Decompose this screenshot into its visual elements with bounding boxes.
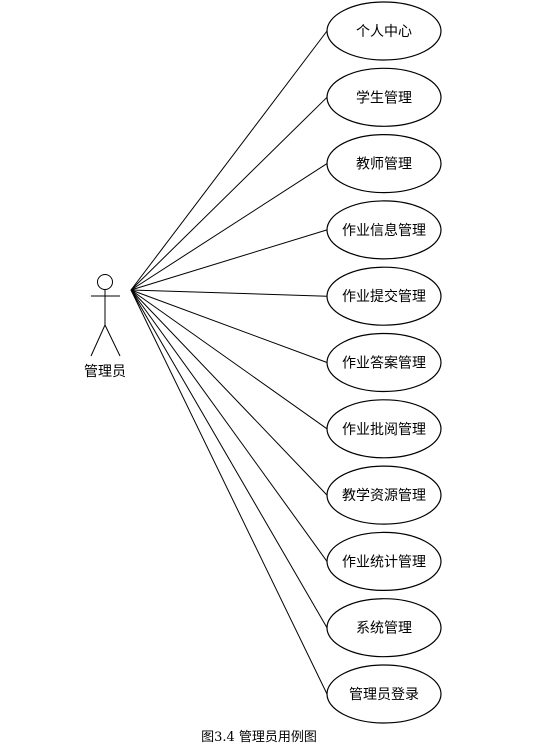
use-case: 教师管理 [326,134,442,194]
actor-admin: 管理员 [84,274,126,380]
use-case: 作业统计管理 [326,531,442,592]
use-case-ellipse [326,200,442,260]
use-case: 作业答案管理 [326,332,442,393]
figure-caption: 图3.4 管理员用例图 [201,730,317,745]
actor-leg-right [104,324,121,357]
use-case-label: 教学资源管理 [342,488,426,504]
use-case-ellipse [326,399,442,459]
actor-name: 管理员 [84,364,126,380]
use-case-ellipse [326,134,442,194]
association-line [130,289,328,430]
association-line [130,96,328,291]
use-case-label: 管理员登录 [349,687,419,703]
use-case: 管理员登录 [326,664,442,724]
association-line [130,289,328,363]
association-line [130,289,328,628]
use-case-ellipse [326,465,442,525]
use-case-label: 作业答案管理 [342,355,426,372]
use-case-ellipse [326,332,442,393]
use-case: 学生管理 [326,67,442,127]
use-case-label: 作业统计管理 [342,554,426,570]
association-lines [130,30,328,695]
use-case-label: 作业信息管理 [342,222,426,239]
use-case-ellipse [326,266,442,326]
use-case: 系统管理 [326,598,442,658]
use-case-label: 学生管理 [356,90,412,106]
use-case-label: 系统管理 [356,621,412,637]
use-case-label: 作业提交管理 [342,288,426,305]
use-case: 作业提交管理 [326,266,442,326]
use-case-ellipse [326,531,442,592]
use-case-ellipse [326,664,442,724]
use-case: 作业批阅管理 [326,399,442,459]
association-line [130,163,328,291]
association-line [130,289,328,496]
association-line [130,289,328,297]
use-case-ellipse [326,67,442,127]
actor-head [97,274,113,290]
use-case: 教学资源管理 [326,465,442,525]
association-line [130,289,328,695]
use-case-ellipse [326,1,442,61]
association-line [130,289,328,562]
use-case-group: 个人中心学生管理教师管理作业信息管理作业提交管理作业答案管理作业批阅管理教学资源… [326,1,442,724]
association-line [130,229,328,291]
association-line [130,30,328,291]
actor-leg-left [90,324,106,357]
use-case-label: 教师管理 [356,157,412,173]
use-case: 个人中心 [326,1,442,61]
use-case-ellipse [326,598,442,658]
use-case: 作业信息管理 [326,200,442,260]
use-case-label: 作业批阅管理 [342,422,426,438]
use-case-label: 个人中心 [356,24,412,40]
